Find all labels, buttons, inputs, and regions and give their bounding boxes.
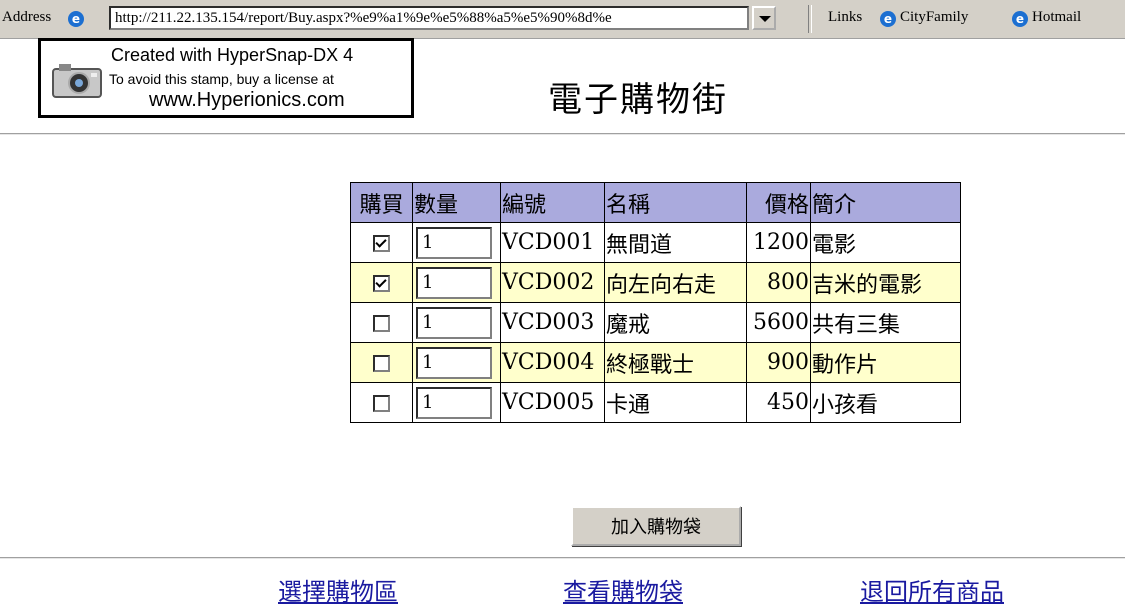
ie-link-icon: e — [1012, 11, 1028, 27]
header-buy: 購買 — [350, 182, 413, 223]
table-row: VCD005 卡通 450 小孩看 — [350, 382, 961, 423]
header-qty: 數量 — [412, 182, 501, 223]
table-row: VCD001 無間道 1200 電影 — [350, 222, 961, 263]
product-price: 900 — [746, 342, 811, 383]
ie-page-icon: e — [68, 11, 84, 27]
page-title: 電子購物街 — [548, 80, 728, 120]
quantity-input[interactable] — [416, 386, 492, 419]
product-intro: 動作片 — [810, 342, 961, 383]
product-name: 向左向右走 — [604, 262, 747, 303]
return-all-items-link[interactable]: 退回所有商品 — [860, 578, 1004, 606]
quantity-input[interactable] — [416, 226, 492, 259]
product-price: 800 — [746, 262, 811, 303]
add-to-cart-button[interactable]: 加入購物袋 — [571, 506, 741, 546]
address-dropdown-button[interactable] — [752, 6, 776, 30]
table-row: VCD004 終極戰士 900 動作片 — [350, 342, 961, 383]
link-hotmail[interactable]: Hotmail — [1032, 9, 1082, 25]
product-name: 終極戰士 — [604, 342, 747, 383]
buy-checkbox[interactable] — [373, 234, 390, 252]
links-label[interactable]: Links — [828, 9, 863, 25]
product-price: 1200 — [746, 222, 811, 263]
header-intro: 簡介 — [810, 182, 961, 223]
address-input[interactable]: http://211.22.135.154/report/Buy.aspx?%e… — [109, 6, 749, 30]
buy-checkbox[interactable] — [373, 314, 390, 332]
product-price: 450 — [746, 382, 811, 423]
product-intro: 吉米的電影 — [810, 262, 961, 303]
camera-icon — [52, 64, 102, 98]
product-intro: 共有三集 — [810, 302, 961, 343]
watermark-line1: Created with HyperSnap-DX 4 — [111, 45, 354, 65]
address-label: Address — [2, 9, 52, 25]
buy-checkbox[interactable] — [373, 354, 390, 372]
watermark-line3: www.Hyperionics.com — [149, 89, 345, 111]
table-header-row: 購買 數量 編號 名稱 價格 簡介 — [350, 182, 961, 223]
link-cityfamily[interactable]: CityFamily — [900, 9, 969, 25]
header-name: 名稱 — [604, 182, 747, 223]
table-row: VCD003 魔戒 5600 共有三集 — [350, 302, 961, 343]
quantity-input[interactable] — [416, 346, 492, 379]
select-shopping-area-link[interactable]: 選擇購物區 — [278, 578, 398, 606]
product-code: VCD003 — [500, 302, 605, 343]
browser-address-bar: Address e http://211.22.135.154/report/B… — [0, 0, 1125, 39]
top-divider — [0, 133, 1125, 135]
products-table: 購買 數量 編號 名稱 價格 簡介 VCD001 無間道 1200 電影 VCD… — [350, 182, 961, 423]
product-code: VCD005 — [500, 382, 605, 423]
ie-link-icon: e — [880, 11, 896, 27]
view-cart-link[interactable]: 查看購物袋 — [563, 578, 683, 606]
table-row: VCD002 向左向右走 800 吉米的電影 — [350, 262, 961, 303]
product-intro: 電影 — [810, 222, 961, 263]
product-price: 5600 — [746, 302, 811, 343]
hypersnap-watermark: Created with HyperSnap-DX 4 To avoid thi… — [38, 38, 414, 118]
product-code: VCD001 — [500, 222, 605, 263]
buy-checkbox[interactable] — [373, 394, 390, 412]
watermark-line2: To avoid this stamp, buy a license at — [109, 71, 334, 87]
product-code: VCD002 — [500, 262, 605, 303]
quantity-input[interactable] — [416, 306, 492, 339]
header-price: 價格 — [746, 182, 811, 223]
bottom-divider — [0, 557, 1125, 559]
product-name: 無間道 — [604, 222, 747, 263]
product-intro: 小孩看 — [810, 382, 961, 423]
product-name: 魔戒 — [604, 302, 747, 343]
buy-checkbox[interactable] — [373, 274, 390, 292]
quantity-input[interactable] — [416, 266, 492, 299]
product-name: 卡通 — [604, 382, 747, 423]
header-code: 編號 — [500, 182, 605, 223]
toolbar-separator — [808, 5, 812, 33]
product-code: VCD004 — [500, 342, 605, 383]
